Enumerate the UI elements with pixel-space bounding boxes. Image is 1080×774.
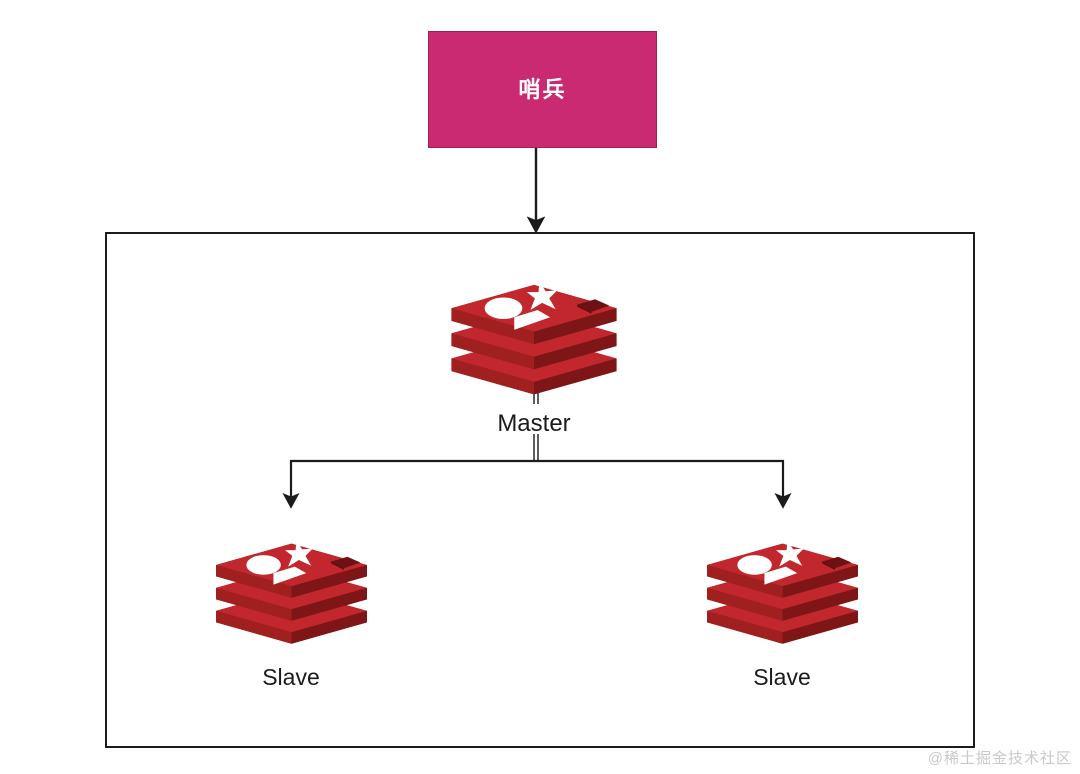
- redis-logo-icon: [215, 540, 367, 644]
- node-slave-right[interactable]: Slave: [682, 519, 882, 689]
- node-label-slave-left: Slave: [262, 664, 320, 690]
- node-label-master: Master: [497, 410, 571, 437]
- redis-face-marks: [484, 281, 610, 330]
- sentinel-label: 哨兵: [518, 76, 567, 102]
- node-slave-left[interactable]: Slave: [191, 519, 391, 689]
- redis-face-marks: [245, 540, 360, 585]
- node-label-slave-right: Slave: [753, 664, 811, 690]
- node-master[interactable]: Master: [409, 258, 659, 436]
- redis-logo-icon: [706, 540, 858, 644]
- sentinel-node[interactable]: 哨兵: [428, 31, 657, 148]
- redis-face-marks: [736, 540, 851, 585]
- redis-logo-icon: [451, 281, 617, 395]
- watermark: @稀土掘金技术社区: [927, 750, 1072, 767]
